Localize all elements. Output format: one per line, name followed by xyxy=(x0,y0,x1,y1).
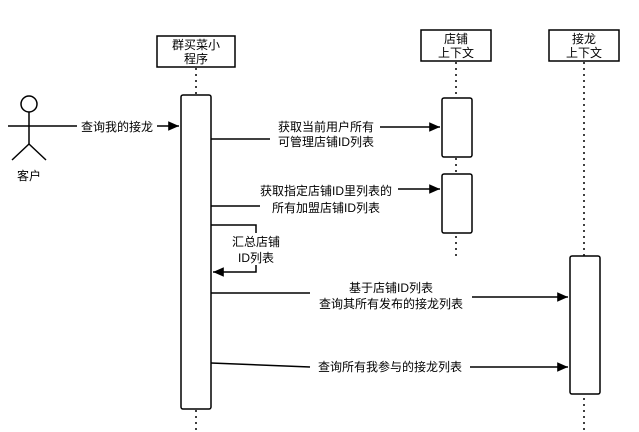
actor-right-leg xyxy=(28,143,47,161)
message-label-line1: 汇总店铺 xyxy=(232,235,280,249)
message-label-line2: ID列表 xyxy=(238,251,274,265)
actor-customer: 客户 xyxy=(8,95,50,183)
activation-store-1 xyxy=(441,97,473,158)
participant-store-context-label-line2: 上下文 xyxy=(438,45,474,60)
participant-relay-context-label-line2: 上下文 xyxy=(566,45,602,60)
actor-customer-label: 客户 xyxy=(17,168,41,183)
participant-store-context-label-line1: 店铺 xyxy=(444,32,468,46)
activation-store-2 xyxy=(441,173,473,234)
participant-app-label-line1: 群买菜小 xyxy=(172,38,220,52)
message-get-managed-stores: 获取当前用户所有 可管理店铺ID列表 xyxy=(211,119,440,149)
message-label-line2: 可管理店铺ID列表 xyxy=(278,134,374,149)
participant-relay-context: 接龙 上下文 xyxy=(548,29,620,62)
message-label-line1: 基于店铺ID列表 xyxy=(349,281,433,295)
activation-app xyxy=(180,94,212,410)
message-line xyxy=(210,362,311,368)
participant-app-box xyxy=(156,35,236,68)
message-aggregate-store-ids: 汇总店铺 ID列表 xyxy=(211,224,284,277)
activation-relay xyxy=(569,255,601,395)
actor-left-leg xyxy=(11,143,30,161)
participant-app: 群买菜小 程序 xyxy=(156,35,236,68)
participant-relay-context-box xyxy=(548,29,620,62)
message-label: 查询我的接龙 xyxy=(81,119,153,134)
message-label-line2: 查询其所有发布的接龙列表 xyxy=(319,296,463,311)
participant-app-label-line2: 程序 xyxy=(184,51,208,66)
participant-store-context-box xyxy=(420,29,492,62)
message-get-franchise-stores: 获取指定店铺ID里列表的 所有加盟店铺ID列表 xyxy=(211,183,440,215)
actor-head xyxy=(20,95,38,113)
message-query-my-relay: 查询我的接龙 xyxy=(50,118,179,134)
message-label-line1: 获取当前用户所有 xyxy=(278,119,374,134)
message-query-joined-relays: 查询所有我参与的接龙列表 xyxy=(210,359,568,374)
message-query-published-relays: 基于店铺ID列表 查询其所有发布的接龙列表 xyxy=(211,281,568,311)
message-label-line1: 获取指定店铺ID里列表的 xyxy=(260,183,392,198)
participant-relay-context-label-line1: 接龙 xyxy=(572,31,596,46)
message-label: 查询所有我参与的接龙列表 xyxy=(318,359,462,374)
message-label-line2: 所有加盟店铺ID列表 xyxy=(272,201,380,215)
participant-store-context: 店铺 上下文 xyxy=(420,29,492,62)
